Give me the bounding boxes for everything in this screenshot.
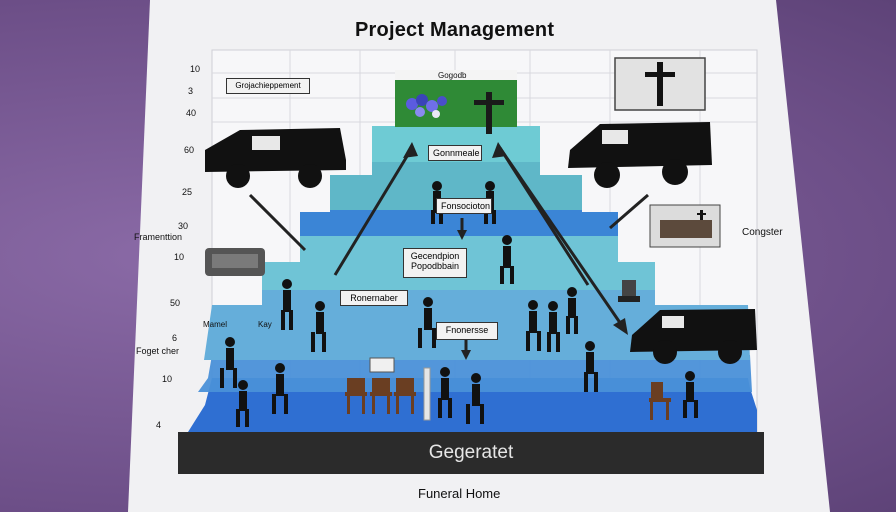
person-icon xyxy=(418,297,436,348)
y-tick: 60 xyxy=(184,145,195,155)
y-tick: 3 xyxy=(188,86,194,96)
tier-6 xyxy=(330,158,582,210)
lectern xyxy=(423,367,431,421)
side-label-fram: Framenttion xyxy=(134,232,183,242)
y-tick: 30 xyxy=(178,221,189,231)
footer-caption: Funeral Home xyxy=(418,486,501,501)
person-icon xyxy=(311,301,326,352)
y-tick: 6 xyxy=(172,333,178,343)
label-box-fnonerse: Fnonersse xyxy=(436,322,498,340)
label-box-fonsociton: Fonsocioton xyxy=(436,198,492,214)
framed-cross-icon xyxy=(614,57,706,111)
person-icon xyxy=(438,367,452,418)
hearse-icon xyxy=(630,309,757,364)
gravestone-icon xyxy=(205,248,265,276)
chair-icon xyxy=(345,378,367,414)
person-icon xyxy=(566,287,578,334)
label-box-ronemaber: Ronernaber xyxy=(340,290,408,306)
y-tick: 10 xyxy=(162,374,173,384)
chair-row xyxy=(345,378,671,420)
hearse-icon xyxy=(568,122,712,188)
footer-bar: Gegeratet xyxy=(178,432,764,474)
arrow-heads xyxy=(403,142,628,360)
chair-icon xyxy=(649,382,671,420)
urn-icon xyxy=(618,280,640,302)
side-label-mamel: Mamel xyxy=(203,320,228,329)
person-icon xyxy=(500,235,514,284)
arrow-right-diag xyxy=(609,193,649,230)
arrow-right-long xyxy=(498,147,627,331)
y-tick: 40 xyxy=(186,108,197,118)
chair-icon xyxy=(394,378,416,414)
side-label-right: Congster xyxy=(742,227,783,238)
y-tick: 50 xyxy=(170,298,181,308)
legend-box: Grojachieppement xyxy=(226,78,310,94)
small-sign xyxy=(369,357,395,373)
person-icon xyxy=(272,363,288,414)
y-tick: 10 xyxy=(190,64,201,74)
chair-icon xyxy=(370,378,392,414)
arrow-left-diag xyxy=(248,193,307,252)
y-tick: 10 xyxy=(174,252,185,262)
person-icon xyxy=(466,373,484,424)
flower-icon xyxy=(406,94,447,118)
y-tick: 25 xyxy=(182,187,193,197)
green-block-header xyxy=(395,70,517,80)
side-label-kay: Kay xyxy=(258,320,272,329)
hearse-icon xyxy=(205,128,346,188)
people-group xyxy=(220,181,698,427)
label-box-gonnmeale: Gonnmeale xyxy=(428,145,482,161)
label-box-gecendpion: Gecendpion Popodbbain xyxy=(403,248,467,278)
person-icon xyxy=(236,380,249,427)
person-icon xyxy=(547,301,560,352)
tier-5 xyxy=(300,205,618,236)
person-icon xyxy=(526,300,541,351)
side-label-foget: Foget cher xyxy=(136,346,180,356)
page-title: Project Management xyxy=(355,19,555,41)
person-icon xyxy=(683,371,698,418)
person-icon xyxy=(281,279,293,330)
footer-bar-label: Gegeratet xyxy=(428,442,514,463)
arrow-up-left xyxy=(333,147,414,276)
y-tick: 4 xyxy=(156,420,162,430)
person-icon xyxy=(584,341,598,392)
cross-icon xyxy=(474,92,504,134)
green-block-label: Gogodb xyxy=(438,71,467,80)
person-icon xyxy=(220,337,237,388)
coffin-icon xyxy=(649,204,721,248)
